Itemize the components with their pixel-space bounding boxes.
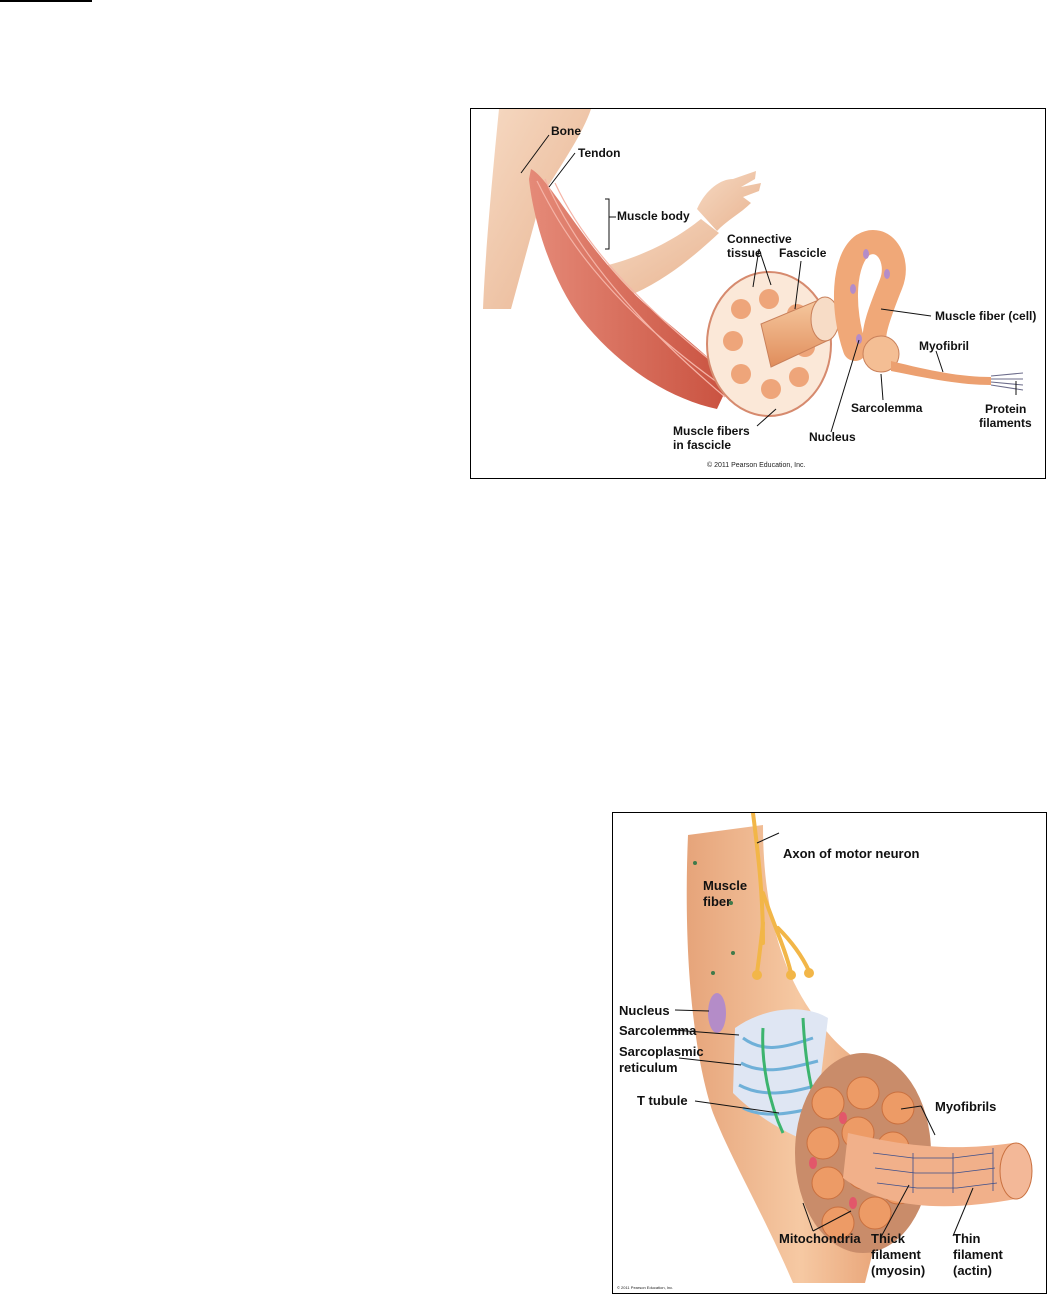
label-fibers-fascicle-1: Muscle fibers xyxy=(673,424,750,438)
label-mitochondria: Mitochondria xyxy=(779,1231,861,1246)
muscle-striations xyxy=(536,178,730,398)
extended-myofibril xyxy=(843,1133,1021,1207)
forearm-skin xyxy=(591,219,719,299)
label-sarcolemma: Sarcolemma xyxy=(619,1023,697,1038)
label-axon: Axon of motor neuron xyxy=(783,846,920,861)
label-thin-3: (actin) xyxy=(953,1263,992,1278)
figure1-copyright: © 2011 Pearson Education, Inc. xyxy=(707,461,805,469)
nucleus xyxy=(708,993,726,1033)
label-protein-1: Protein xyxy=(985,402,1026,416)
axon-terminals xyxy=(752,968,814,980)
label-muscle-2: fiber xyxy=(703,894,731,909)
motor-neuron-axon xyxy=(751,813,811,975)
label-fascicle: Fascicle xyxy=(779,246,827,260)
figure1-leader-lines xyxy=(520,134,1017,433)
label-tendon: Tendon xyxy=(578,146,620,160)
label-sr-1: Sarcoplasmic xyxy=(619,1044,704,1059)
label-nucleus: Nucleus xyxy=(619,1003,670,1018)
label-bone: Bone xyxy=(551,124,581,138)
label-t-tubule: T tubule xyxy=(637,1093,688,1108)
label-thick-2: filament xyxy=(871,1247,922,1262)
label-thick-1: Thick xyxy=(871,1231,906,1246)
label-muscle-body: Muscle body xyxy=(617,209,690,223)
fiber-surface-nuclei xyxy=(693,861,735,975)
label-sarcolemma: Sarcolemma xyxy=(851,401,923,415)
muscle-structure-figure: Bone Tendon Muscle body Connective tissu… xyxy=(470,108,1046,479)
label-thin-1: Thin xyxy=(953,1231,980,1246)
label-muscle-1: Muscle xyxy=(703,878,747,893)
muscle-fiber-loop xyxy=(834,230,906,361)
muscle-fiber-figure: Axon of motor neuron Muscle fiber Nucleu… xyxy=(612,812,1047,1294)
label-muscle-fiber-cell: Muscle fiber (cell) xyxy=(935,309,1036,323)
label-nucleus: Nucleus xyxy=(809,430,856,444)
thick-thin-filaments xyxy=(872,1148,998,1193)
protein-filaments xyxy=(990,372,1024,391)
fiber-cross-section xyxy=(862,335,900,373)
label-sr-2: reticulum xyxy=(619,1060,678,1075)
label-fibers-fascicle-2: in fascicle xyxy=(673,438,731,452)
label-myofibril: Myofibril xyxy=(919,339,969,353)
figure2-leader-lines xyxy=(672,832,974,1238)
myofibril-end xyxy=(999,1142,1033,1200)
label-thick-3: (myosin) xyxy=(871,1263,925,1278)
label-connective-1: Connective xyxy=(727,232,792,246)
label-connective-2: tissue xyxy=(727,246,762,260)
muscle-fiber-illustration: Axon of motor neuron Muscle fiber Nucleu… xyxy=(617,813,1033,1290)
top-rule xyxy=(0,0,92,2)
label-protein-2: filaments xyxy=(979,416,1032,430)
label-myofibrils: Myofibrils xyxy=(935,1099,996,1114)
hand xyxy=(697,171,761,231)
muscle-structure-illustration: Bone Tendon Muscle body Connective tissu… xyxy=(483,109,1036,469)
fiber-nuclei xyxy=(850,249,890,344)
myofibril xyxy=(891,361,991,385)
label-thin-2: filament xyxy=(953,1247,1004,1262)
muscle-body xyxy=(529,169,731,409)
figure2-copyright: © 2011 Pearson Education, Inc. xyxy=(617,1285,673,1290)
